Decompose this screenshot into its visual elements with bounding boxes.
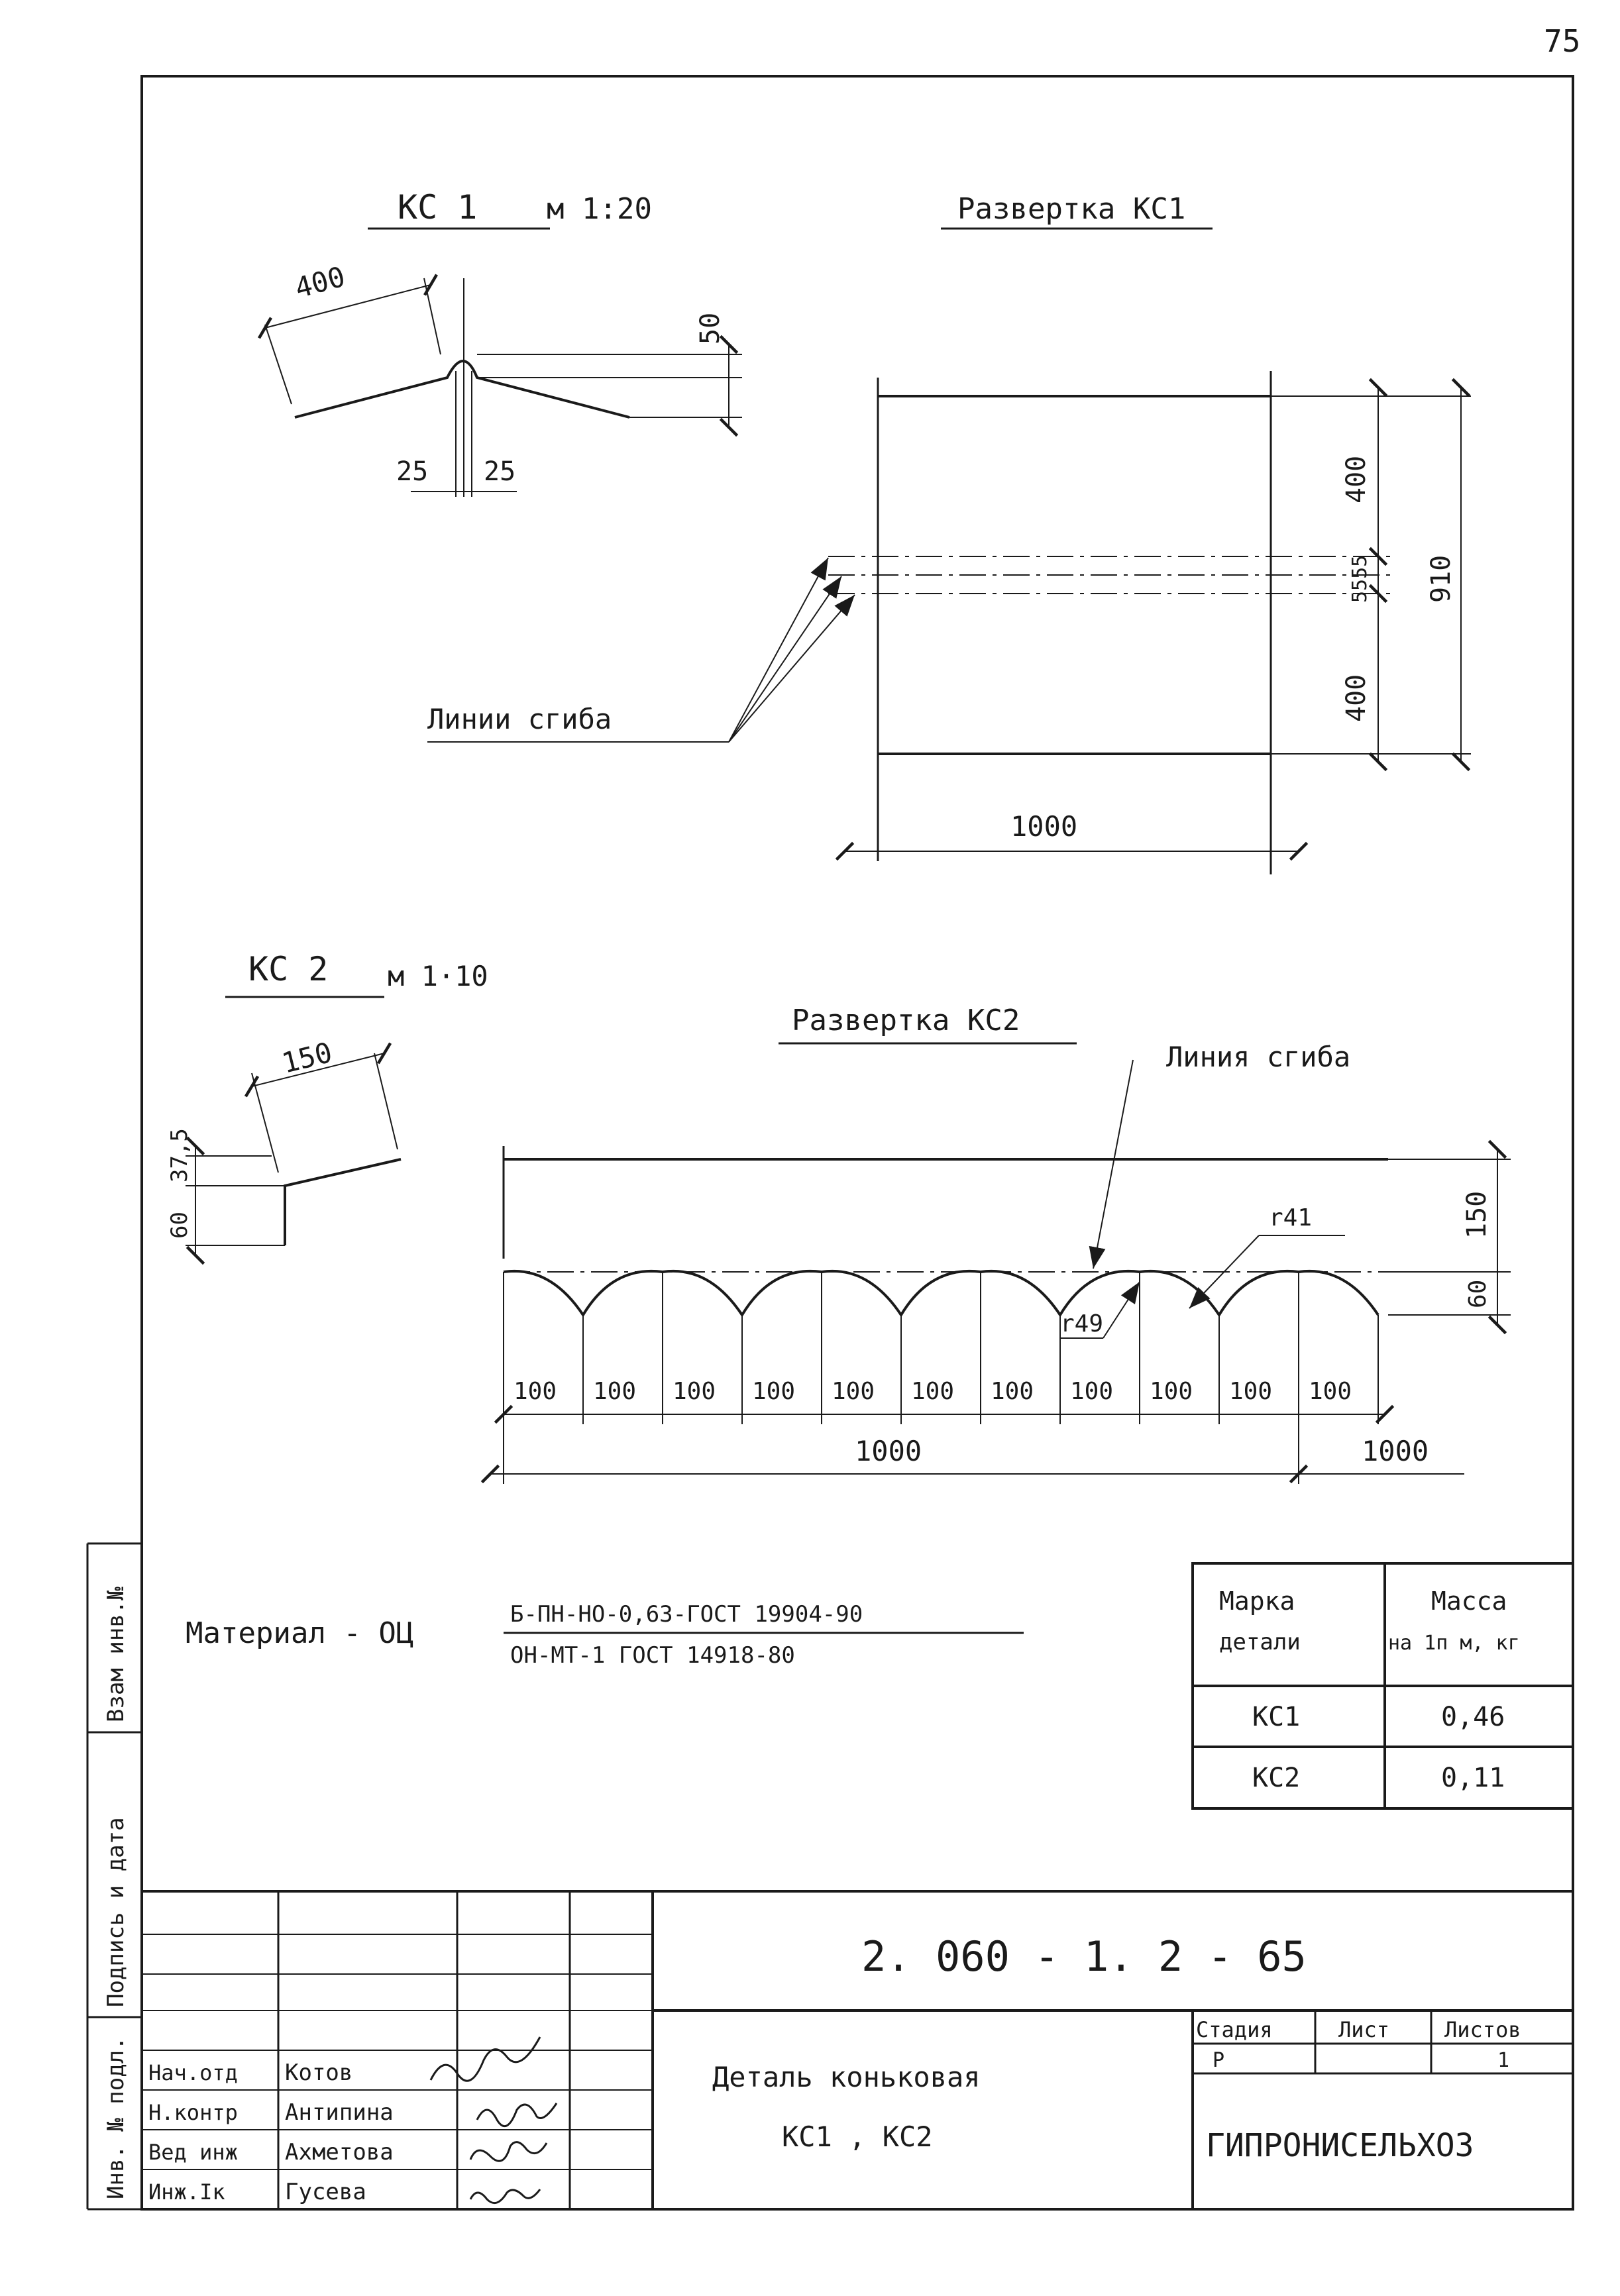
kc1-title: КС 1 (398, 188, 477, 227)
pitch-label: 100 (593, 1378, 636, 1405)
pitch-label: 100 (1229, 1378, 1272, 1405)
razvertka-kc2-dim-wave: 60 (1464, 1280, 1491, 1308)
mass-table-mass: 0,46 (1441, 1702, 1505, 1732)
signature-guseva (469, 2189, 541, 2205)
doc-name-line1: Деталь коньковая (712, 2061, 981, 2093)
razvertka-kc2-dim-length: 1000 (855, 1435, 922, 1467)
razvertka-kc2-fold-label: Линия сгиба (1166, 1041, 1350, 1073)
kc2-dim-width: 150 (279, 1036, 335, 1080)
sheets-label: Листов (1444, 2017, 1521, 2042)
signature-kotov (429, 2036, 541, 2082)
mass-table-mark: КС1 (1252, 1702, 1300, 1732)
title-block: Нач.отд Котов Н.контр Антипина Вед инж А… (142, 1890, 1573, 2209)
kc1-dim-left: 25 (396, 456, 428, 487)
mass-table-mark: КС2 (1252, 1763, 1300, 1793)
pitch-label: 100 (673, 1378, 716, 1405)
drawing-frame (140, 75, 1574, 2211)
kc1-dim-width: 400 (292, 260, 349, 305)
razvertka-kc1-section: Развертка КС1 400 5555 400 910 1000 Лини… (427, 192, 1471, 874)
sheet-label: Лист (1338, 2017, 1389, 2042)
material-label: Материал - ОЦ (186, 1616, 413, 1650)
material-note: Материал - ОЦ Б-ПН-НО-0,63-ГОСТ 19904-90… (186, 1601, 1024, 1669)
pitch-label: 100 (1150, 1378, 1193, 1405)
side-stamp: Инв. № подл. Подпись и дата Взам инв.№ (86, 1542, 142, 2211)
mass-table-header-mark-1: Марка (1219, 1587, 1295, 1616)
kc1-profile (294, 360, 630, 419)
kc1-scale: м 1:20 (547, 192, 652, 226)
razvertka-kc2-wave-edge (503, 1269, 1379, 1318)
page-number: 75 (1544, 23, 1580, 59)
kc2-section: КС 2 м 1·10 150 37,5 60 (166, 950, 488, 1265)
signature-antipina (476, 2103, 558, 2128)
razvertka-kc1-title: Развертка КС1 (957, 192, 1185, 226)
razvertka-kc1-dim-total: 910 (1426, 555, 1456, 603)
kc1-dim-height: 50 (695, 313, 726, 344)
sheets-value: 1 (1497, 2049, 1509, 2072)
staff-role: Н.контр (148, 2100, 238, 2125)
kc2-dim-top: 37,5 (166, 1128, 193, 1182)
side-stamp-vzam: Взам инв.№ (103, 1587, 129, 1722)
stage-label: Стадия (1196, 2017, 1273, 2042)
razvertka-kc2-dim-height: 150 (1462, 1191, 1492, 1239)
staff-name: Котов (285, 2060, 352, 2086)
doc-code: 2. 060 - 1. 2 - 65 (861, 1932, 1307, 1981)
pitch-label: 100 (513, 1378, 557, 1405)
staff-role: Нач.отд (148, 2060, 238, 2085)
razvertka-kc1-dim-fold: 5555 (1348, 555, 1372, 603)
staff-role: Инж.Iк (148, 2179, 225, 2205)
side-stamp-inv-podl: Инв. № подл. (103, 2036, 129, 2199)
mass-table-header-mass-1: Масса (1431, 1587, 1507, 1616)
pitch-ticks (503, 1272, 1379, 1484)
razvertka-kc2-section: Развертка КС2 Линия сгиба r41 r49 150 60 (480, 1004, 1511, 1484)
pitch-label: 100 (1309, 1378, 1352, 1405)
razvertka-kc1-fold-label: Линии сгиба (427, 703, 612, 735)
razvertka-kc1-dim-bottom: 400 (1341, 674, 1372, 722)
razvertka-kc1-dim-top: 400 (1341, 456, 1372, 503)
razvertka-kc2-dim-length-right: 1000 (1362, 1435, 1429, 1467)
mass-table-mass: 0,11 (1441, 1763, 1505, 1793)
pitch-label: 100 (832, 1378, 875, 1405)
razvertka-kc2-radius-outer: r41 (1269, 1204, 1312, 1231)
side-stamp-podpis: Подпись и дата (103, 1817, 129, 2007)
staff-name: Гусева (285, 2179, 366, 2205)
pitch-label: 100 (991, 1378, 1034, 1405)
razvertka-kc2-title: Развертка КС2 (792, 1004, 1020, 1037)
staff-role: Вед инж (148, 2140, 238, 2165)
material-line1: Б-ПН-НО-0,63-ГОСТ 19904-90 (510, 1601, 863, 1628)
mass-table: Марка детали Масса на 1п м, кг КС1 0,46 … (1191, 1562, 1574, 1810)
material-line2: ОН-МТ-1 ГОСТ 14918-80 (510, 1642, 795, 1669)
pitch-labels: 100 100 100 100 100 100 100 100 100 100 … (513, 1378, 1352, 1405)
mass-table-header-mark-2: детали (1219, 1629, 1301, 1655)
staff-name: Антипина (285, 2099, 394, 2126)
kc2-dim-bottom: 60 (166, 1212, 193, 1239)
pitch-label: 100 (752, 1378, 795, 1405)
kc1-dim-right: 25 (484, 456, 515, 487)
mass-table-header-mass-2: на 1п м, кг (1388, 1632, 1520, 1655)
doc-name-line2: КС1 , КС2 (782, 2120, 933, 2153)
kc2-profile (284, 1158, 402, 1245)
kc1-section: КС 1 м 1:20 400 25 25 50 (258, 188, 742, 497)
organization: ГИПРОНИСЕЛЬХОЗ (1206, 2127, 1474, 2164)
razvertka-kc2-radius-inner: r49 (1060, 1310, 1103, 1337)
pitch-label: 100 (911, 1378, 954, 1405)
kc2-title: КС 2 (248, 950, 328, 988)
kc2-scale: м 1·10 (388, 960, 488, 992)
pitch-label: 100 (1070, 1378, 1113, 1405)
signature-akhmetova (469, 2141, 548, 2162)
razvertka-kc1-dim-length: 1000 (1010, 810, 1077, 843)
staff-name: Ахметова (285, 2139, 394, 2166)
stage-value: Р (1213, 2049, 1224, 2072)
